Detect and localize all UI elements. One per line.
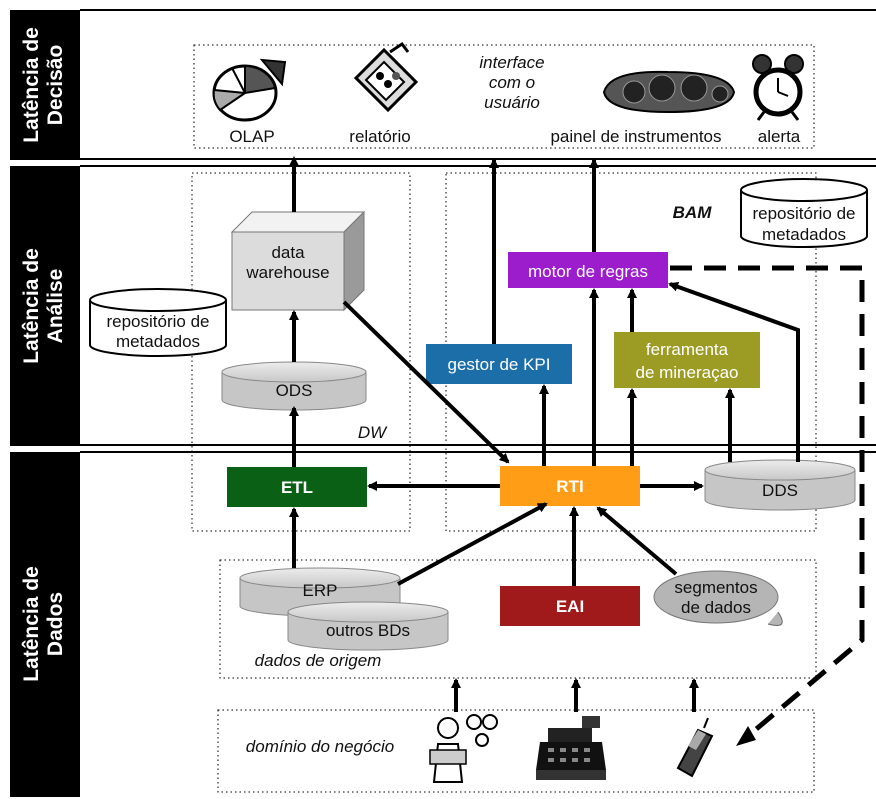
dw-label: DW <box>358 423 388 442</box>
ods-cylinder <box>221 361 367 411</box>
band-decision-line1: Latência de <box>20 27 43 143</box>
repo-right-line1: repositório de <box>752 204 855 223</box>
region-business-domain <box>217 709 815 793</box>
repo-right-line2: metadados <box>762 225 846 244</box>
other-dbs-label: outros BDs <box>326 621 410 640</box>
band-separators <box>80 9 876 453</box>
data-segments-bubble <box>653 570 783 626</box>
data-segments-line2: de dados <box>681 598 751 617</box>
mining-tool-box <box>614 332 760 388</box>
arrow-erp-to-rti <box>397 502 548 586</box>
person-gears-icon <box>429 714 498 783</box>
rules-engine-box <box>508 252 668 288</box>
band-data-line2: Dados <box>44 592 67 656</box>
cash-register-icon <box>536 716 606 780</box>
business-domain-label: domínio do negócio <box>246 737 394 756</box>
kpi-manager-label: gestor de KPI <box>447 355 550 374</box>
interface-line2: com o <box>489 73 535 92</box>
eai-box <box>500 586 640 626</box>
dds-cylinder <box>704 459 856 511</box>
alert-label: alerta <box>758 127 801 146</box>
repo-left-line1: repositório de <box>106 312 209 331</box>
band-decision-bg <box>10 10 80 160</box>
band-strip <box>10 10 80 797</box>
dashboard-label: painel de instrumentos <box>550 127 721 146</box>
region-bam <box>445 172 817 532</box>
kpi-manager-box <box>426 344 572 384</box>
data-warehouse-line1: data <box>271 243 305 262</box>
band-analysis-line2: Análise <box>44 269 67 344</box>
mining-tool-line2: de mineraçao <box>635 363 738 382</box>
dashboard-icon <box>602 70 736 114</box>
mining-tool-line1: ferramenta <box>646 340 729 359</box>
etl-box <box>227 467 367 507</box>
arrow-dds-to-rules <box>668 282 800 462</box>
bam-label: BAM <box>673 203 713 222</box>
data-warehouse-line2: warehouse <box>245 263 329 282</box>
interface-line3: usuário <box>484 93 540 112</box>
metadata-repository-left <box>89 288 227 357</box>
olap-label: OLAP <box>229 127 274 146</box>
band-analysis-line1: Latência de <box>20 248 43 364</box>
erp-label: ERP <box>303 581 338 600</box>
data-segments-line1: segmentos <box>674 578 757 597</box>
other-dbs-cylinder <box>287 601 449 651</box>
arrow-dw-to-rti <box>342 300 510 464</box>
band-decision-line2: Decisão <box>44 45 67 126</box>
ods-label: ODS <box>276 381 313 400</box>
band-data-line1: Latência de <box>20 566 43 682</box>
region-user-interface <box>193 44 815 149</box>
repo-left-line2: metadados <box>116 332 200 351</box>
report-icon <box>353 41 419 113</box>
source-data-label: dados de origem <box>255 651 382 670</box>
report-label: relatório <box>349 127 410 146</box>
region-source-data <box>219 559 817 679</box>
band-data-bg <box>10 452 80 797</box>
pie-chart-icon <box>212 58 287 122</box>
mobile-phone-icon <box>676 717 714 778</box>
eai-label: EAI <box>556 597 584 616</box>
rti-label: RTI <box>556 477 583 496</box>
band-analysis-bg <box>10 166 80 446</box>
arrow-segments-to-rti <box>596 506 678 576</box>
interface-line1: interface <box>479 53 544 72</box>
rules-engine-label: motor de regras <box>528 262 648 281</box>
alarm-clock-icon <box>752 54 804 121</box>
metadata-repository-right <box>740 178 868 248</box>
rti-box <box>500 466 640 506</box>
data-warehouse-box <box>230 210 366 312</box>
arrow-rules-to-phone-dashed <box>670 265 865 746</box>
dds-label: DDS <box>762 481 798 500</box>
etl-label: ETL <box>281 478 313 497</box>
